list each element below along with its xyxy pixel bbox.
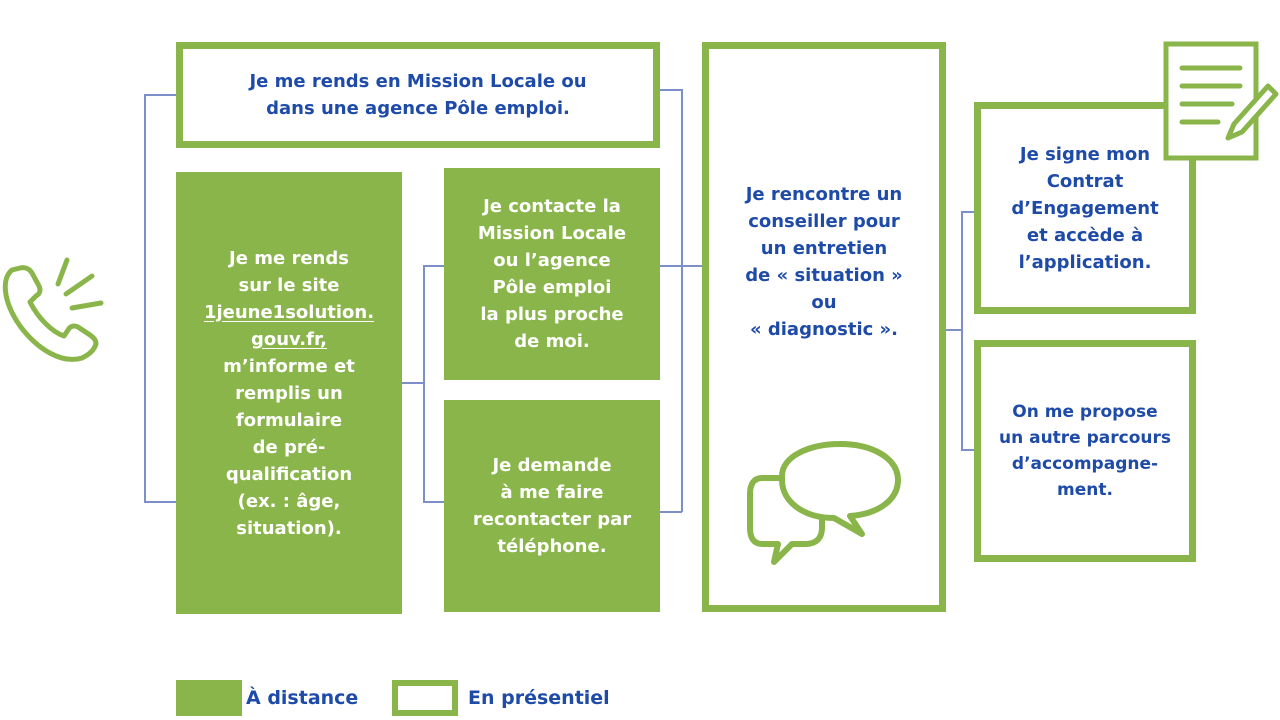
legend-in-person-label: En présentiel [468,687,610,709]
document-pen-icon [1163,41,1279,161]
chat-bubbles-icon [747,441,901,565]
contact-nearest-box: Je contacte la Mission Locale ou l’agenc… [444,168,660,380]
other-path-box: On me propose un autre parcours d’accomp… [974,340,1196,562]
website-box: Je me rends sur le site 1jeune1solution.… [176,172,402,614]
contact-nearest-text: Je contacte la Mission Locale ou l’agenc… [477,196,627,352]
phone-icon [2,257,104,362]
website-intro-text: Je me rends sur le site [229,247,349,296]
sign-contract-box: Je signe mon Contrat d’Engagement et acc… [974,102,1196,314]
other-path-text: On me propose un autre parcours d’accomp… [998,402,1172,500]
legend-remote-swatch [176,680,242,716]
legend-remote-label: À distance [246,687,359,709]
mission-locale-visit-box: Je me rends en Mission Locale ou dans un… [176,42,660,148]
mission-locale-visit-text: Je me rends en Mission Locale ou dans un… [249,71,587,119]
callback-request-box: Je demande à me faire recontacter par té… [444,400,660,612]
advisor-meeting-text: Je rencontre un conseiller pour un entre… [745,184,903,340]
callback-request-text: Je demande à me faire recontacter par té… [472,455,632,557]
sign-contract-text: Je signe mon Contrat d’Engagement et acc… [1011,143,1159,273]
website-form-text: m’informe et remplis un formulaire de pr… [223,355,355,539]
website-link[interactable]: 1jeune1solution. gouv.fr, [203,301,375,350]
legend-in-person-swatch [392,680,458,716]
